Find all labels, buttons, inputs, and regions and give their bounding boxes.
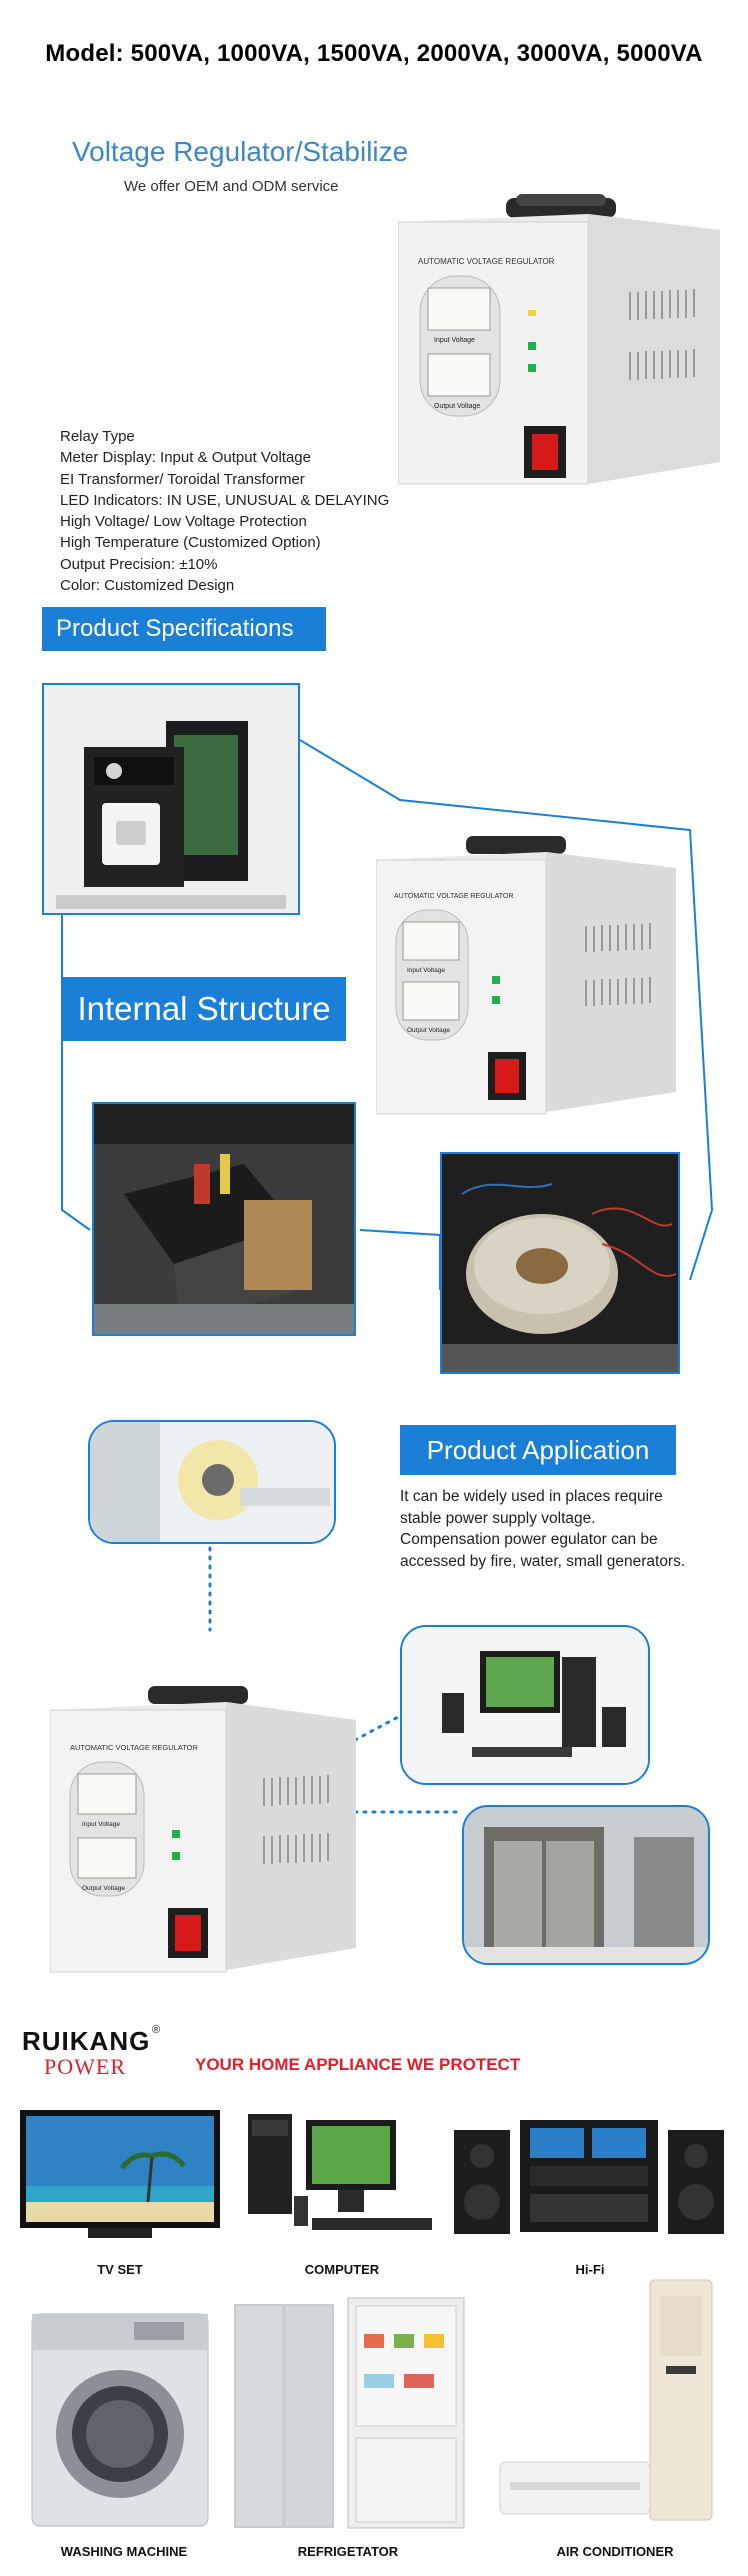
appliance-label-refrigerator: REFRIGETATOR <box>297 2544 399 2559</box>
internal-photo-transformer <box>92 1102 356 1336</box>
application-photo-computer <box>400 1625 650 1785</box>
product-subtitle: We offer OEM and ODM service <box>124 178 339 195</box>
hero-label-brand: AUTOMATIC VOLTAGE REGULATOR <box>418 257 555 266</box>
appliance-hifi-image <box>450 2106 730 2246</box>
feature-item: High Temperature (Customized Option) <box>60 534 321 552</box>
appliance-label-aircon: AIR CONDITIONER <box>556 2544 674 2559</box>
brand-registered-mark: ® <box>152 2024 161 2036</box>
feature-item: High Voltage/ Low Voltage Protection <box>60 513 307 531</box>
app-output-voltage: Output Voltage <box>82 1885 125 1892</box>
feature-item: Color: Customized Design <box>60 577 235 595</box>
feature-item: Relay Type <box>60 428 135 445</box>
application-line: It can be widely used in places require <box>400 1488 663 1505</box>
appliance-label-tv: TV SET <box>97 2262 143 2277</box>
application-line: stable power supply voltage. <box>400 1509 596 1527</box>
mid-product-image: AUTOMATIC VOLTAGE REGULATOR Input Voltag… <box>376 830 676 1120</box>
appliance-label-computer: COMPUTER <box>304 2262 380 2277</box>
application-photo-elevator <box>462 1805 710 1965</box>
application-photo-medical <box>88 1420 336 1544</box>
specifications-heading: Product Specifications <box>42 607 326 651</box>
appliance-refrigerator-image <box>228 2294 468 2532</box>
hero-input-voltage: Input Voltage <box>434 337 475 344</box>
mid-output-voltage: Output Voltage <box>407 1027 450 1034</box>
appliance-tv-image <box>18 2106 222 2246</box>
internal-structure-heading: Internal Structure <box>62 977 346 1041</box>
appliance-washing-image <box>24 2296 214 2532</box>
mid-label-brand: AUTOMATIC VOLTAGE REGULATOR <box>394 893 513 900</box>
feature-item: Output Precision: ±10% <box>60 555 218 573</box>
internal-photo-case <box>42 683 300 915</box>
application-heading: Product Application <box>400 1425 676 1475</box>
app-input-voltage: Input Voltage <box>82 1821 120 1828</box>
app-label-brand: AUTOMATIC VOLTAGE REGULATOR <box>70 1743 199 1752</box>
feature-list: Relay Type Meter Display: Input & Output… <box>60 426 389 596</box>
application-line: accessed by fire, water, small generator… <box>400 1552 686 1570</box>
application-product-image: AUTOMATIC VOLTAGE REGULATOR Input Voltag… <box>50 1680 358 1978</box>
model-line: Model: 500VA, 1000VA, 1500VA, 2000VA, 30… <box>45 40 703 67</box>
mid-input-voltage: Input Voltage <box>407 967 445 974</box>
product-title: Voltage Regulator/Stabilize <box>72 136 409 167</box>
brand-logo-sub: POWER <box>44 2054 126 2079</box>
hero-output-voltage: Output Voltage <box>434 403 480 410</box>
internal-photo-toroidal <box>440 1152 680 1374</box>
appliance-label-hifi: Hi-Fi <box>575 2262 605 2277</box>
dotted-connectors <box>0 1540 748 1840</box>
application-text: It can be widely used in places require … <box>400 1486 700 1572</box>
appliance-label-washing: WASHING MACHINE <box>60 2544 188 2559</box>
application-line: Compensation power egulator can be <box>400 1531 658 1548</box>
hero-product-image: AUTOMATIC VOLTAGE REGULATOR Input Voltag… <box>398 192 720 492</box>
feature-item: LED Indicators: IN USE, UNUSUAL & DELAYI… <box>60 491 390 509</box>
appliance-aircon-image <box>490 2276 730 2532</box>
feature-item: EI Transformer/ Toroidal Transformer <box>60 470 305 488</box>
brand-tagline: YOUR HOME APPLIANCE WE PROTECT <box>195 2055 521 2074</box>
appliance-computer-image <box>242 2106 442 2246</box>
feature-item: Meter Display: Input & Output Voltage <box>60 449 311 467</box>
brand-logo-name: RUIKANG <box>22 2026 151 2056</box>
